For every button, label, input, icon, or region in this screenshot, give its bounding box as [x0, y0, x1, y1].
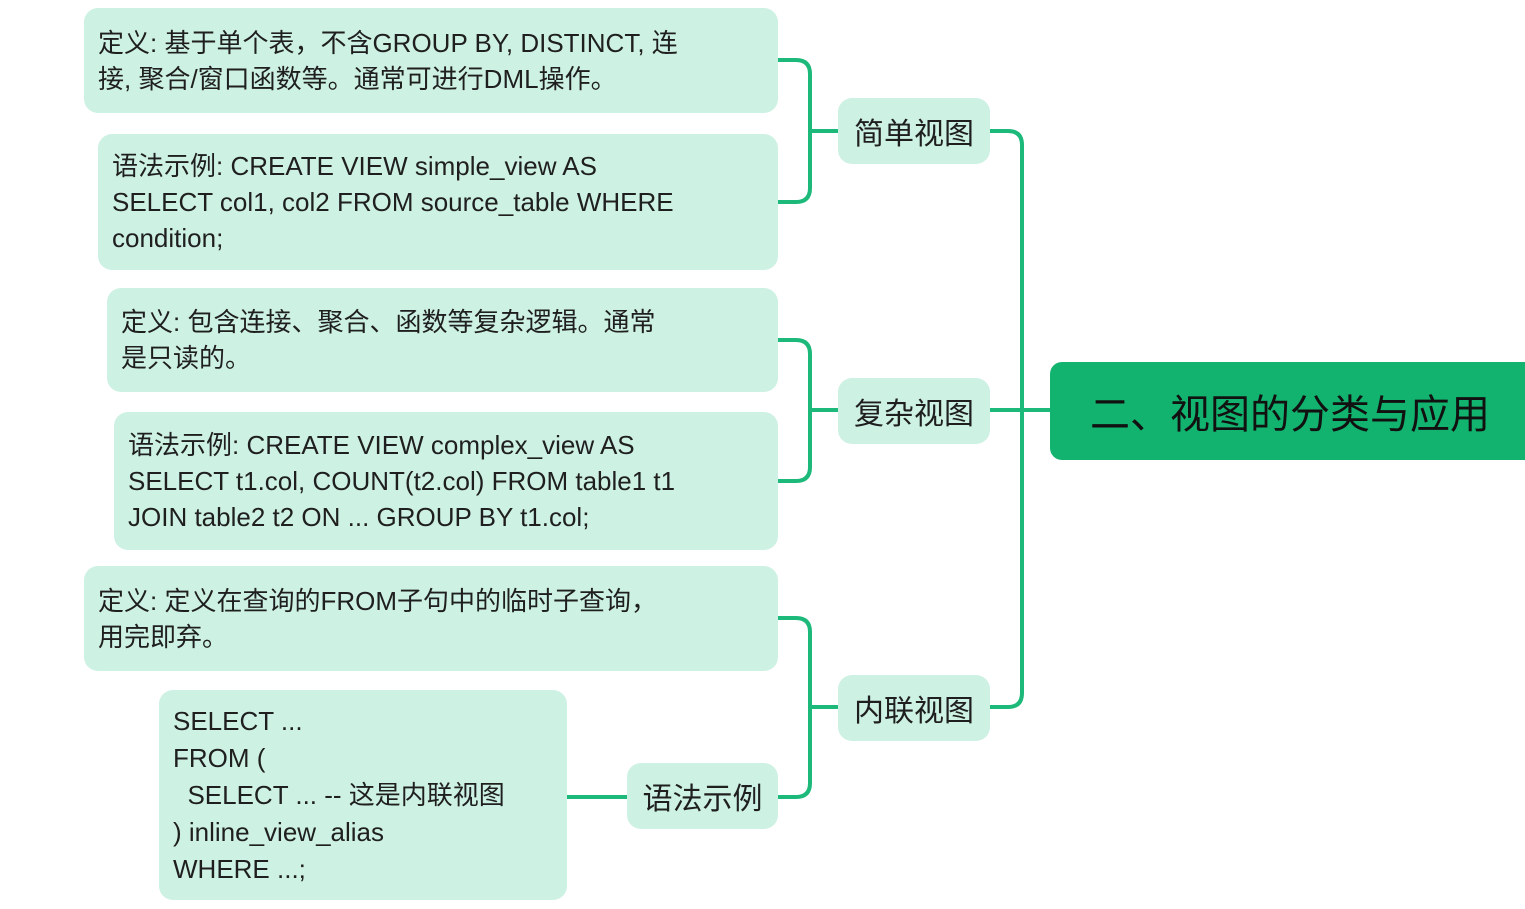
inline-syntax-topic-label: 语法示例: [642, 783, 763, 816]
topic-complex-view-label: 复杂视图: [854, 398, 974, 431]
connector-root-trunk: [988, 129, 1024, 709]
code-line: FROM (: [173, 742, 266, 773]
syntax-line: condition;: [112, 223, 224, 253]
syntax-line: 语法示例: CREATE VIEW complex_view AS: [128, 430, 635, 460]
simple-definition-node[interactable]: 定义: 基于单个表，不含GROUP BY, DISTINCT, 连 接, 聚合/…: [84, 8, 778, 113]
definition-line: 定义: 包含连接、聚合、函数等复杂逻辑。通常: [121, 307, 656, 337]
definition-line: 用完即弃。: [98, 621, 229, 652]
definition-line: 定义: 基于单个表，不含GROUP BY, DISTINCT, 连: [98, 27, 678, 58]
connector-inline-bracket: [776, 616, 812, 799]
definition-line: 是只读的。: [121, 343, 252, 373]
definition-line: 接, 聚合/窗口函数等。通常可进行DML操作。: [98, 63, 617, 94]
code-line: ) inline_view_alias: [173, 816, 384, 847]
code-line: SELECT ... -- 这是内联视图: [173, 779, 505, 810]
root-topic[interactable]: 二、视图的分类与应用: [1050, 362, 1525, 460]
definition-line: 定义: 定义在查询的FROM子句中的临时子查询，: [98, 585, 657, 616]
inline-definition-node[interactable]: 定义: 定义在查询的FROM子句中的临时子查询， 用完即弃。: [84, 566, 778, 671]
root-topic-label: 二、视图的分类与应用: [1090, 393, 1490, 437]
topic-simple-view-label: 简单视图: [854, 118, 974, 151]
inline-syntax-topic[interactable]: 语法示例: [627, 763, 778, 829]
syntax-line: JOIN table2 t2 ON ... GROUP BY t1.col;: [128, 502, 590, 532]
connector-complex-bracket: [776, 338, 812, 483]
topic-simple-view[interactable]: 简单视图: [838, 98, 990, 164]
syntax-line: SELECT t1.col, COUNT(t2.col) FROM table1…: [128, 466, 676, 496]
complex-syntax-node[interactable]: 语法示例: CREATE VIEW complex_view AS SELECT…: [114, 412, 778, 550]
code-line: SELECT ...: [173, 705, 303, 736]
code-line: WHERE ...;: [173, 853, 306, 884]
syntax-line: 语法示例: CREATE VIEW simple_view AS: [112, 151, 597, 181]
syntax-line: SELECT col1, col2 FROM source_table WHER…: [112, 187, 674, 217]
topic-inline-view-label: 内联视图: [854, 695, 974, 728]
topic-complex-view[interactable]: 复杂视图: [838, 378, 990, 444]
inline-syntax-code-node[interactable]: SELECT ... FROM ( SELECT ... -- 这是内联视图 )…: [159, 690, 567, 900]
simple-syntax-node[interactable]: 语法示例: CREATE VIEW simple_view AS SELECT …: [98, 134, 778, 270]
topic-inline-view[interactable]: 内联视图: [838, 675, 990, 741]
complex-definition-node[interactable]: 定义: 包含连接、聚合、函数等复杂逻辑。通常 是只读的。: [107, 288, 778, 392]
connector-simple-bracket: [776, 58, 812, 204]
